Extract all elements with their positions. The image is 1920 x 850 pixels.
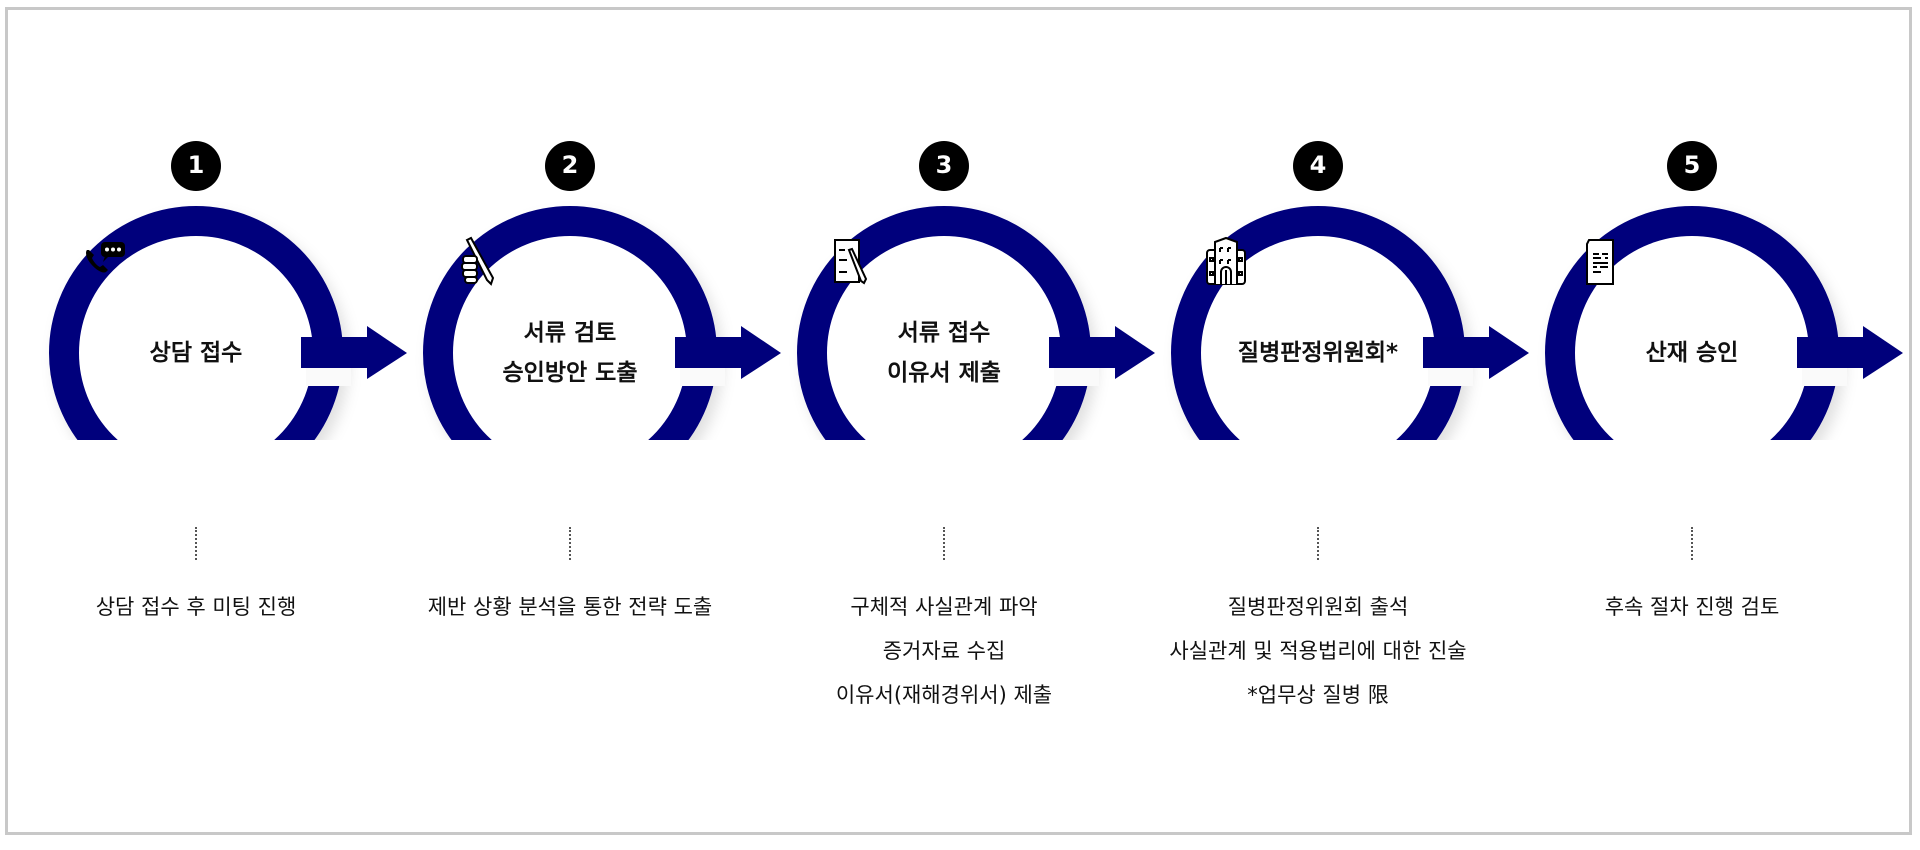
step-number: 4 (1309, 151, 1327, 179)
phone-chat-icon (86, 242, 125, 273)
dotted-connector (1691, 527, 1693, 560)
step-number: 2 (561, 151, 579, 179)
description-line: 사실관계 및 적용법리에 대한 진술 (1169, 639, 1467, 663)
ring-gap (680, 368, 725, 386)
dotted-connector (1317, 527, 1319, 560)
step-number: 5 (1683, 151, 1701, 179)
step-title: 서류 검토 승인방안 도출 (502, 320, 638, 386)
step-description: 제반 상황 분석을 통한 전략 도출 (340, 585, 800, 629)
process-step: 2 서류 검토 승인방안 도출 제반 상황 분석을 통한 전략 도출 (380, 140, 800, 660)
step-content: 서류 접수 이유서 제출 (827, 236, 1061, 470)
ring-arrow-graphic (797, 141, 1155, 440)
hand-pen-icon (461, 236, 495, 286)
dotted-connector (943, 527, 945, 560)
process-step: 1 상담 접수 상담 접수 후 미팅 진행 (6, 140, 426, 660)
arrow-head (367, 326, 407, 379)
step-title: 서류 접수 이유서 제출 (887, 320, 1001, 386)
badge-circle (171, 141, 221, 191)
arrow-shaft (1423, 337, 1501, 368)
description-line: *업무상 질병 限 (1247, 683, 1389, 707)
step-title: 상담 접수 (149, 340, 243, 366)
description-line: 상담 접수 후 미팅 진행 (95, 595, 297, 619)
dotted-connector (195, 527, 197, 560)
step-description: 후속 절차 진행 검토 (1462, 585, 1920, 629)
step-content: 산재 승인 (1575, 236, 1809, 470)
step-content: 서류 검토 승인방안 도출 (453, 236, 687, 470)
description-line: 후속 절차 진행 검토 (1604, 595, 1780, 619)
ring-gap (306, 368, 351, 386)
step-title: 산재 승인 (1645, 340, 1739, 366)
badge-circle (919, 141, 969, 191)
description-line: 이유서(재해경위서) 제출 (835, 683, 1053, 707)
arrow-shaft (1049, 337, 1127, 368)
ring-arrow-graphic (1545, 141, 1903, 440)
ring-gap (1802, 368, 1847, 386)
arrow-head (1489, 326, 1529, 379)
ring-arrow-graphic (49, 141, 407, 440)
description-line: 제반 상황 분석을 통한 전략 도출 (427, 595, 713, 619)
description-line: 증거자료 수집 (882, 639, 1006, 663)
arrow-shaft (1797, 337, 1875, 368)
step-title: 질병판정위원회* (1237, 340, 1399, 366)
document-icon (1586, 239, 1614, 285)
document-pencil-icon (834, 239, 868, 285)
ring-arrow-graphic (423, 141, 781, 440)
step-number: 3 (935, 151, 953, 179)
arrow-shaft (675, 337, 753, 368)
badge-circle (1667, 141, 1717, 191)
arrow-head (1115, 326, 1155, 379)
description-line: 질병판정위원회 출석 (1227, 595, 1409, 619)
step-content: 질병판정위원회* (1201, 236, 1435, 470)
badge-circle (545, 141, 595, 191)
step-number: 1 (187, 151, 205, 179)
diagram-frame (5, 7, 1912, 835)
ring-gap (1054, 368, 1099, 386)
step-content: 상담 접수 (79, 236, 313, 470)
description-line: 구체적 사실관계 파악 (850, 595, 1038, 619)
dotted-connector (569, 527, 571, 560)
process-step: 5 산재 승인 후속 절차 진행 검토 (1502, 140, 1920, 660)
step-description: 상담 접수 후 미팅 진행 (0, 585, 426, 629)
ring-gap (1428, 368, 1473, 386)
building-icon (1206, 236, 1246, 285)
badge-circle (1293, 141, 1343, 191)
ring-arrow-graphic (1171, 141, 1529, 440)
arrow-head (1863, 326, 1903, 379)
arrow-head (741, 326, 781, 379)
arrow-shaft (301, 337, 379, 368)
